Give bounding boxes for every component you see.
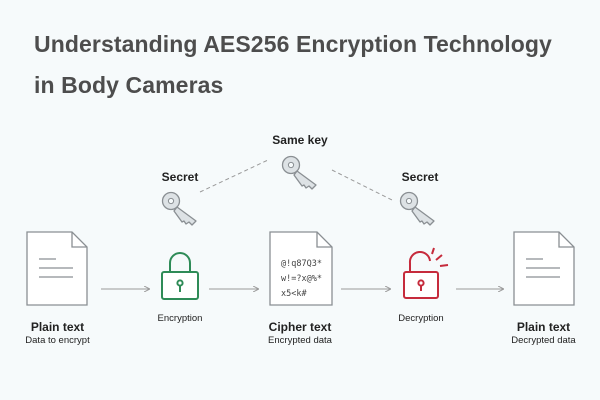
label-plain-text-left: Plain text [30,320,85,334]
document-icon-left [26,231,88,306]
key-icon-shared [281,155,317,190]
unlocked-padlock-icon [403,247,449,299]
label-secret-left: Secret [161,170,199,184]
key-icon-right [399,191,435,226]
label-cipher-text-sub: Encrypted data [268,335,332,346]
label-plain-text-right: Plain text [516,320,571,334]
label-cipher-text: Cipher text [268,320,332,334]
label-secret-right: Secret [401,170,439,184]
label-plain-text-left-sub: Data to encrypt [25,335,90,346]
key-icon-left [161,191,197,226]
label-same-key: Same key [272,133,328,147]
label-decryption: Decryption [398,313,444,324]
dashed-line-right [331,169,395,202]
document-icon-right [513,231,575,306]
cipher-line-3: x5<k# [281,289,307,299]
cipher-line-1: @!q87Q3* [281,259,322,269]
label-encryption: Encryption [157,313,203,324]
page-title: Understanding AES256 Encryption Technolo… [34,24,594,106]
locked-padlock-icon [161,252,199,300]
cipher-text-content: @!q87Q3* w!=?x@%* x5<k# [281,257,322,302]
dashed-line-left [199,159,269,193]
title-line-2: in Body Cameras [34,72,224,98]
title-line-1: Understanding AES256 Encryption Technolo… [34,31,552,57]
encrypted-document-icon [269,231,333,306]
cipher-line-2: w!=?x@%* [281,274,322,284]
label-plain-text-right-sub: Decrypted data [511,335,576,346]
